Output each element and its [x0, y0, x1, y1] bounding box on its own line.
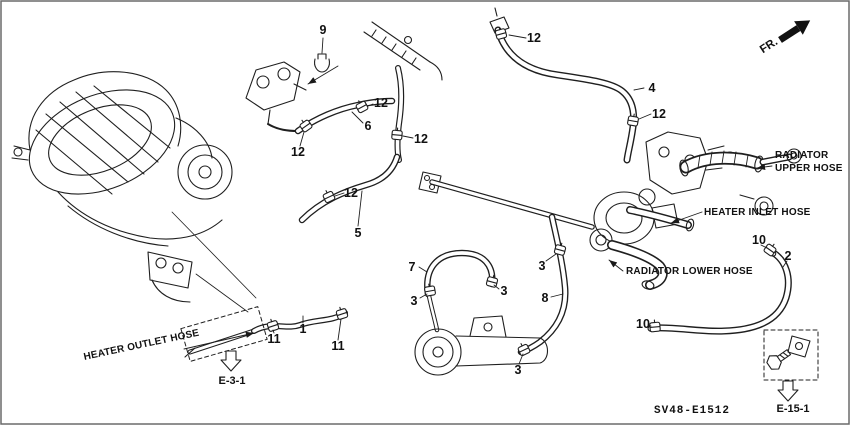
hose-5 [298, 153, 401, 224]
engine-sketch [11, 71, 233, 303]
hose-7 [424, 249, 496, 333]
bolt-and-clip [766, 335, 811, 370]
part-callout: 9 [319, 22, 327, 37]
part-callout: 11 [267, 331, 281, 346]
callout-leaders [272, 34, 788, 365]
part-callout: 12 [344, 185, 358, 200]
leader-line [171, 211, 257, 299]
part-callout: 3 [514, 362, 522, 377]
heater-inlet-hose [626, 206, 695, 232]
water-pipe [418, 171, 595, 230]
part-callout: 8 [541, 290, 549, 305]
label-heater-inlet-hose: HEATER INLET HOSE [704, 207, 811, 218]
leader-line [307, 65, 339, 85]
part-callout: 7 [408, 259, 416, 274]
hose-2 [647, 245, 792, 335]
part-callout: 1 [299, 321, 307, 336]
hose-4 [489, 7, 638, 164]
part-callout: 12 [527, 30, 541, 45]
label-leaders [183, 163, 773, 350]
hose-8 [517, 213, 569, 356]
heater-outlet-pipe [184, 328, 257, 358]
down-arrow-e-3-1 [220, 350, 242, 372]
part-callout: 5 [354, 225, 362, 240]
top-pipe [363, 21, 443, 81]
label-radiator-upper-hose: RADIATOR UPPER HOSE [775, 150, 843, 174]
part-callout: 3 [410, 293, 418, 308]
part-callout: 6 [364, 118, 372, 133]
part-callout: 12 [652, 106, 666, 121]
thermostat-assembly [589, 131, 774, 252]
part-callout: 12 [291, 144, 305, 159]
pump-sketch [414, 315, 549, 376]
reference-e-3-1: E-3-1 [218, 375, 246, 387]
detail-boxes [180, 306, 819, 381]
down-arrow-e-15-1 [777, 380, 799, 402]
part-callout: 10 [752, 232, 766, 247]
part-callout: 4 [648, 80, 656, 95]
hose-clamps [266, 26, 777, 357]
part-callout: 2 [784, 248, 792, 263]
radiator-lower-hose [607, 240, 668, 290]
part-callout: 11 [331, 338, 345, 353]
leader-line [195, 273, 249, 313]
radiator-upper-hose [679, 148, 802, 177]
reference-e-15-1: E-15-1 [776, 403, 810, 415]
fr-arrow-icon [778, 20, 811, 43]
part-callout: 3 [500, 283, 508, 298]
diagram-code: SV48-E1512 [653, 405, 731, 417]
clip-part [314, 53, 330, 73]
part-callout: 10 [636, 316, 650, 331]
part-callout: 3 [538, 258, 546, 273]
label-radiator-lower-hose: RADIATOR LOWER HOSE [626, 266, 753, 277]
bypass-pipe [394, 65, 405, 163]
bracket-top [245, 61, 307, 132]
part-callout: 12 [374, 95, 388, 110]
part-callout: 12 [414, 131, 428, 146]
